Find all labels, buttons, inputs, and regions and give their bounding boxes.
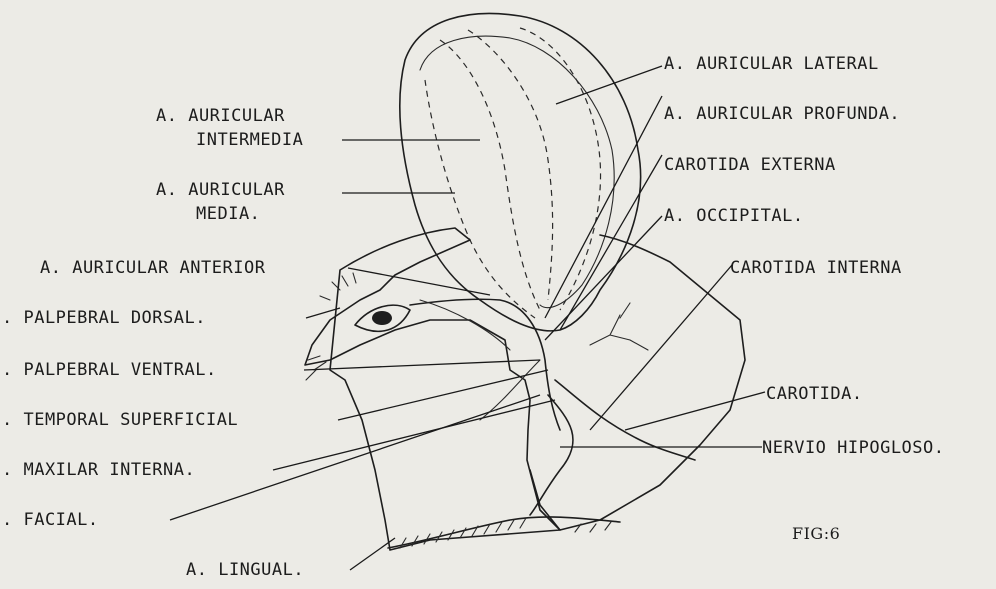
label-nervio-hipogloso: NERVIO HIPOGLOSO. (762, 438, 945, 458)
leader-carotida-interna (590, 265, 732, 430)
lower-jaw-outline (388, 517, 620, 548)
head-outline (305, 228, 560, 550)
ear-vessel-lateral (520, 28, 601, 310)
ear-vessel-media (425, 80, 535, 318)
leader-carotida-externa (560, 155, 662, 330)
label-facial: . FACIAL. (2, 510, 99, 530)
label-auricular-profunda: A. AURICULAR PROFUNDA. (664, 104, 900, 124)
label-palpebral-ventral: . PALPEBRAL VENTRAL. (2, 360, 217, 380)
leader-auricular-anterior (348, 268, 490, 295)
leader-maxilar-interna (273, 400, 555, 470)
label-carotida-externa: CAROTIDA EXTERNA (664, 155, 836, 175)
label-carotida: CAROTIDA. (766, 384, 863, 404)
leader-lingual (350, 538, 395, 570)
label-auricular-intermedia-line1: A. AURICULAR (156, 106, 285, 126)
label-auricular-media-line2: MEDIA. (196, 204, 260, 224)
label-palpebral-dorsal: . PALPEBRAL DORSAL. (2, 308, 206, 328)
leader-occipital (545, 216, 662, 340)
base-hatching (400, 518, 611, 548)
label-auricular-anterior: A. AURICULAR ANTERIOR (40, 258, 265, 278)
figure-label: FIG:6 (792, 524, 840, 544)
label-occipital: A. OCCIPITAL. (664, 206, 804, 226)
leader-palpebral-ventral (304, 360, 540, 370)
vessel-carotid (555, 380, 695, 460)
eye-pupil (372, 311, 392, 325)
ear-vessel-intermedia (440, 40, 540, 310)
label-auricular-lateral: A. AURICULAR LATERAL (664, 54, 879, 74)
vessel-palpebral (420, 300, 510, 350)
leader-temporal-superficial (338, 370, 548, 420)
label-maxilar-interna: . MAXILAR INTERNA. (2, 460, 195, 480)
label-carotida-interna: CAROTIDA INTERNA (730, 258, 902, 278)
label-temporal-superficial: . TEMPORAL SUPERFICIAL (2, 410, 238, 430)
label-lingual: A. LINGUAL. (186, 560, 304, 580)
nerve-branches (590, 303, 648, 350)
ear-inner-outline (420, 36, 614, 307)
label-auricular-media-line1: A. AURICULAR (156, 180, 285, 200)
leader-carotida (625, 392, 765, 430)
label-auricular-intermedia-line2: INTERMEDIA (196, 130, 303, 150)
ear-outline (400, 13, 641, 330)
neck-outline (530, 235, 745, 530)
